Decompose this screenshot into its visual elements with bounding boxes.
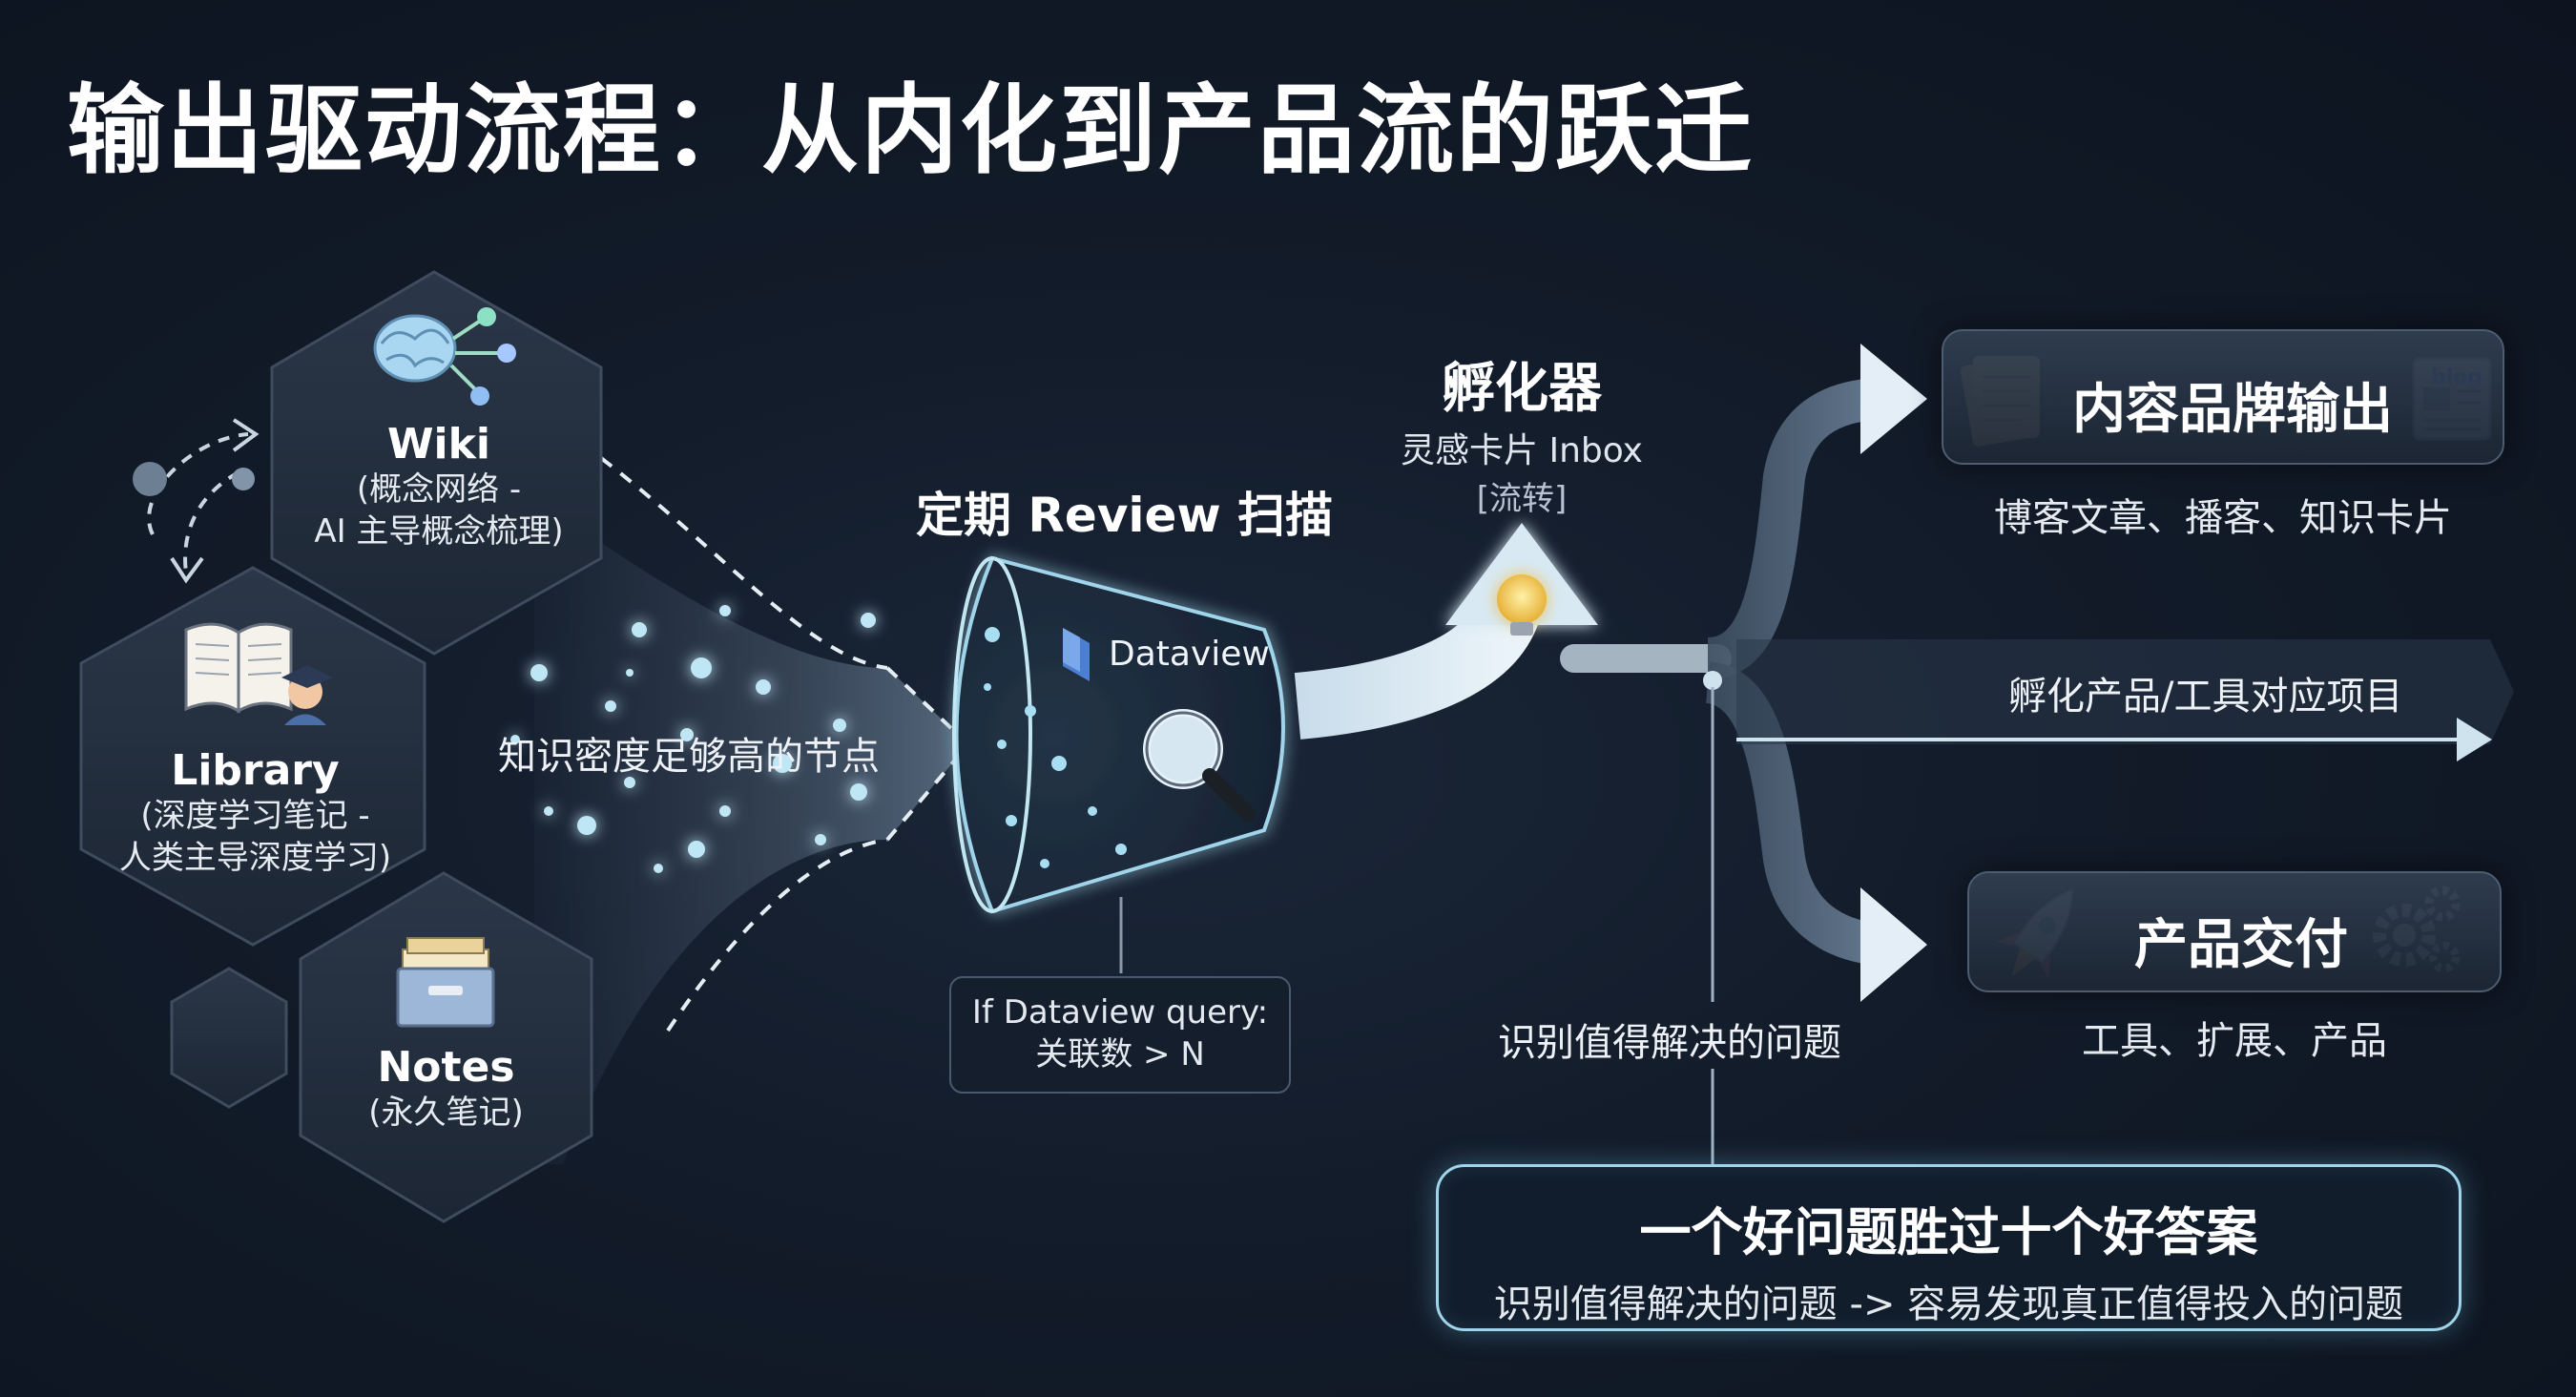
- file-box-icon: [396, 937, 495, 1028]
- library-node: Library (深度学习笔记 - 人类主导深度学习): [91, 746, 420, 879]
- dataview-label: Dataview: [1109, 635, 1270, 674]
- junction-dot: [1703, 671, 1722, 690]
- quote-main: 一个好问题胜过十个好答案: [1639, 1202, 2258, 1262]
- quote-sub: 识别值得解决的问题 -> 容易发现真正值得投入的问题: [1493, 1282, 2404, 1326]
- content-output-title: 内容品牌输出: [2072, 379, 2393, 441]
- cycle-arrow-2: [183, 470, 239, 573]
- dataview-logo-icon: [1063, 628, 1090, 681]
- brain-network-icon: [373, 307, 516, 406]
- library-sub-2: 人类主导深度学习): [118, 839, 392, 877]
- product-output-card: 产品交付: [1967, 871, 2502, 992]
- library-name: Library: [171, 746, 340, 795]
- notes-hex: [299, 871, 593, 1223]
- project-label: 孵化产品/工具对应项目: [2008, 675, 2403, 719]
- cycle-node-1: [133, 462, 167, 496]
- quote-box: 一个好问题胜过十个好答案 识别值得解决的问题 -> 容易发现真正值得投入的问题: [1436, 1164, 2462, 1331]
- knowledge-density-label: 知识密度足够高的节点: [498, 735, 880, 779]
- lightbulb-icon: [1497, 574, 1547, 636]
- cycle-arrow-2-head: [170, 556, 204, 584]
- incubator-tag: [流转]: [1476, 480, 1568, 518]
- incubator-node: 孵化器 灵感卡片 Inbox [流转]: [1355, 345, 1689, 519]
- branch-down-arrowhead: [1860, 887, 1927, 1002]
- wiki-name: Wiki: [387, 420, 490, 469]
- notes-sub-1: (永久笔记): [368, 1094, 524, 1132]
- cycle-node-2: [232, 468, 255, 490]
- page-title: 输出驱动流程：从内化到产品流的跃迁: [67, 74, 1754, 188]
- knowledge-stream: [534, 496, 968, 1164]
- content-output-card: 内容品牌输出 blog: [1942, 329, 2504, 465]
- notes-name: Notes: [377, 1043, 515, 1092]
- branch-up: [1706, 378, 1881, 679]
- library-sub-1: (深度学习笔记 -: [140, 797, 370, 835]
- book-scholar-icon: [184, 622, 333, 725]
- wiki-sub-1: (概念网络 -: [356, 470, 522, 509]
- branch-up-arrowhead: [1860, 344, 1927, 454]
- notes-node: Notes (永久笔记): [315, 1043, 577, 1134]
- query-line-1: If Dataview query:: [971, 993, 1269, 1032]
- particles: [510, 605, 876, 873]
- project-arrowhead: [2457, 718, 2492, 761]
- stream-edge-top: [599, 456, 888, 670]
- incubator-title: 孵化器: [1442, 358, 1602, 420]
- small-hex: [170, 967, 288, 1109]
- product-output-sub: 工具、扩展、产品: [2082, 1019, 2387, 1063]
- product-output-title: 产品交付: [2134, 914, 2348, 976]
- wiki-node: Wiki (概念网络 - AI 主导概念梳理): [286, 420, 592, 553]
- query-line-2: 关联数 > N: [1035, 1035, 1205, 1074]
- identify-problem-label: 识别值得解决的问题: [1498, 1021, 1841, 1065]
- wiki-sub-2: AI 主导概念梳理): [314, 512, 564, 551]
- library-hex: [79, 566, 426, 947]
- wiki-hex: [270, 270, 603, 656]
- incubator-subtitle: 灵感卡片 Inbox: [1401, 431, 1643, 470]
- dataview-funnel: [952, 555, 1285, 914]
- review-title: 定期 Review 扫描: [916, 488, 1334, 543]
- project-band: [1736, 639, 2514, 744]
- magnifier-icon: [1143, 709, 1256, 822]
- content-output-sub: 博客文章、播客、知识卡片: [1994, 496, 2452, 540]
- cycle-arrow-1: [147, 432, 249, 535]
- blog-badge: blog: [2431, 365, 2483, 389]
- stream-edge-bottom: [666, 838, 888, 1032]
- cycle-arrow-1-head: [232, 418, 260, 452]
- dataview-query-box: If Dataview query: 关联数 > N: [949, 976, 1291, 1094]
- incubator-arrowhead: [1445, 523, 1598, 625]
